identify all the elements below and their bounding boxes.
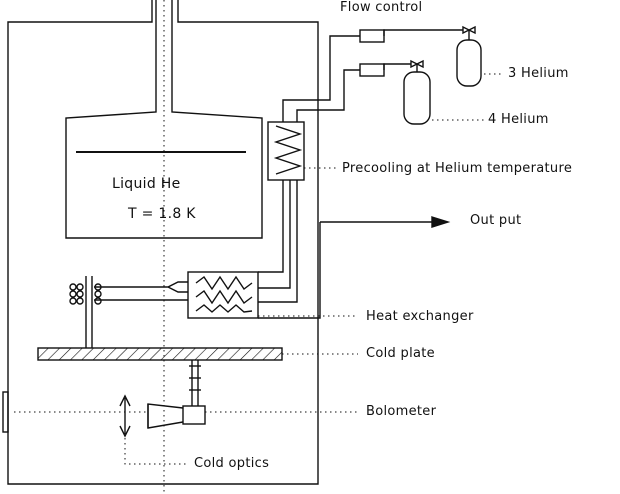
optics-arrow-up-icon <box>119 394 131 407</box>
precooling-coil-icon <box>273 125 303 175</box>
helium4-bottle <box>403 71 431 125</box>
bolometer-horn-icon <box>147 403 184 429</box>
precool-return-line-c <box>258 180 298 303</box>
helium3-line <box>282 29 463 122</box>
precool-return-line-b <box>258 180 291 289</box>
liquid-he-label: Liquid He <box>112 176 181 192</box>
helium4-line <box>296 63 411 122</box>
precooling-label: Precooling at Helium temperature <box>342 161 573 176</box>
precooling-exchanger <box>267 121 305 181</box>
helium3-valve-icon <box>462 25 476 35</box>
output-line <box>258 222 321 319</box>
post-coil-icon <box>69 283 102 305</box>
cold-plate-label: Cold plate <box>366 346 435 361</box>
wall-port <box>2 391 9 433</box>
cold-optics-label: Cold optics <box>194 456 270 471</box>
heat-exchanger-label: Heat exchanger <box>366 309 474 324</box>
flow-controller-4he <box>359 63 385 77</box>
helium4-valve-icon <box>410 59 424 69</box>
heat-exchanger <box>187 271 259 319</box>
flow-control-label: Flow control <box>340 0 423 15</box>
helium-tank <box>65 0 263 239</box>
flow-controller-3he <box>359 29 385 43</box>
optics-arrow-down-icon <box>119 425 131 438</box>
helium4-label: 4 Helium <box>488 112 549 127</box>
bolometer-label: Bolometer <box>366 404 437 419</box>
leader-cold-optics <box>124 438 186 465</box>
temperature-label: T = 1.8 K <box>128 206 196 222</box>
cryostat-outer-wall <box>7 0 319 485</box>
cold-plate <box>37 347 283 361</box>
output-label: Out put <box>470 213 522 228</box>
helium3-bottle <box>456 39 482 87</box>
heat-exchanger-coil-2-icon <box>195 289 253 305</box>
precool-return-line-a <box>258 180 284 273</box>
output-arrow-icon <box>431 216 451 228</box>
exchanger-inlet-fork <box>94 281 188 301</box>
heat-exchanger-coil-3-icon <box>195 304 253 313</box>
helium3-label: 3 Helium <box>508 66 569 81</box>
heat-exchanger-coil-1-icon <box>195 275 253 291</box>
bolometer-body <box>182 405 206 425</box>
